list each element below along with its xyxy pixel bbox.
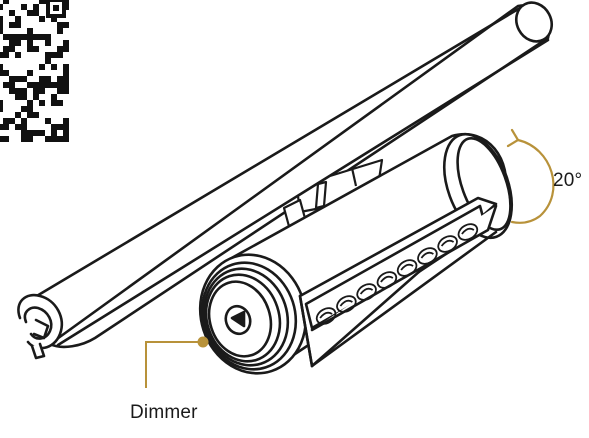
louver-lens [356, 283, 377, 301]
louver-lens [396, 259, 418, 277]
dimmer-callout-line [145, 341, 198, 388]
louver-lens-ridge [380, 275, 394, 283]
dimmer-label: Dimmer [130, 402, 198, 423]
rail-tube [17, 1, 554, 360]
louver-lens [457, 223, 479, 241]
callout-dot-icon [197, 336, 209, 348]
louver-lens-ridge [400, 263, 414, 271]
louver-lens-ridge [461, 227, 475, 235]
louver-lens [336, 295, 357, 313]
louver-lenses [315, 223, 479, 325]
rotation-angle-label: 20° [553, 170, 583, 191]
louver-lens-ridge [440, 239, 455, 247]
louver-lens [437, 235, 458, 253]
louver-lens [417, 247, 438, 265]
louver-lens-ridge [339, 299, 353, 307]
louver-lens-ridge [319, 311, 333, 319]
louver-lens [376, 271, 398, 289]
qr-code-icon [0, 0, 69, 142]
louver-lens-ridge [359, 287, 374, 295]
louver-lens-ridge [420, 251, 434, 259]
louver-lens [315, 307, 337, 325]
curved-arrow-icon [506, 128, 555, 224]
